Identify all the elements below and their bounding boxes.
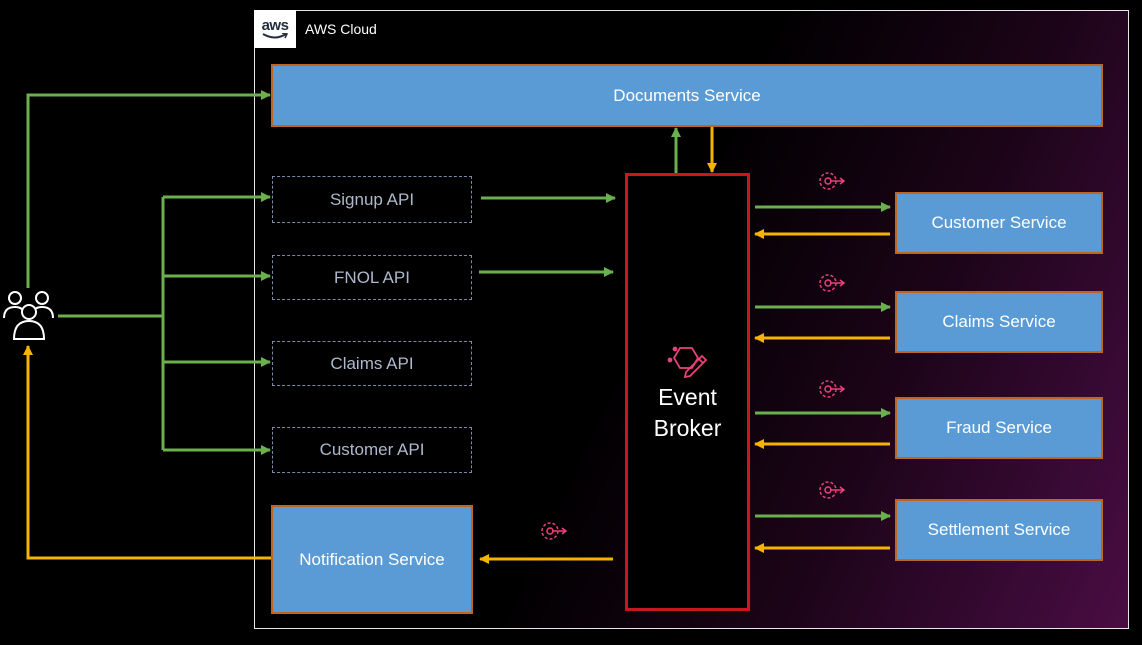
- event-rule-icon: [541, 522, 568, 540]
- aws-logo-text: aws: [261, 16, 289, 34]
- event-broker-label-line1: Event: [658, 384, 717, 410]
- settlement-service-label: Settlement Service: [927, 520, 1071, 539]
- event-rule-icon: [819, 172, 846, 190]
- signup-api-label: Signup API: [329, 189, 415, 209]
- eventbridge-icon: [667, 346, 707, 378]
- event-rule-icons: [541, 172, 846, 540]
- notification-service-label: Notification Service: [299, 549, 445, 569]
- arrow-user-to-documents: [26, 90, 271, 288]
- claims-service[interactable]: Claims Service: [895, 291, 1103, 353]
- arrow-notification-to-user: [23, 345, 272, 560]
- event-rule-icon: [819, 380, 846, 398]
- fnol-api-label: FNOL API: [334, 267, 410, 287]
- event-broker-label: Event Broker: [654, 382, 722, 444]
- signup-api[interactable]: Signup API: [272, 176, 472, 223]
- fnol-api[interactable]: FNOL API: [272, 255, 472, 300]
- event-rule-icon: [819, 274, 846, 292]
- event-broker[interactable]: Event Broker: [625, 173, 750, 611]
- users-icon: [3, 291, 54, 340]
- customer-api[interactable]: Customer API: [272, 427, 472, 473]
- fraud-service-label: Fraud Service: [946, 418, 1052, 437]
- notification-service[interactable]: Notification Service: [271, 505, 473, 614]
- customer-api-label: Customer API: [319, 440, 425, 459]
- aws-cloud-label: AWS Cloud: [305, 21, 377, 37]
- customer-service[interactable]: Customer Service: [895, 192, 1103, 254]
- fraud-service[interactable]: Fraud Service: [895, 397, 1103, 459]
- aws-smile-icon: [262, 32, 288, 38]
- event-broker-label-line2: Broker: [653, 415, 722, 441]
- documents-service-label: Documents Service: [613, 85, 761, 105]
- documents-service[interactable]: Documents Service: [271, 64, 1103, 127]
- claims-api-label: Claims API: [330, 353, 414, 373]
- event-rule-icon: [819, 481, 846, 499]
- claims-api[interactable]: Claims API: [272, 341, 472, 386]
- settlement-service[interactable]: Settlement Service: [895, 499, 1103, 561]
- claims-service-label: Claims Service: [942, 312, 1056, 331]
- customer-service-label: Customer Service: [931, 213, 1067, 232]
- aws-logo: aws: [254, 10, 296, 48]
